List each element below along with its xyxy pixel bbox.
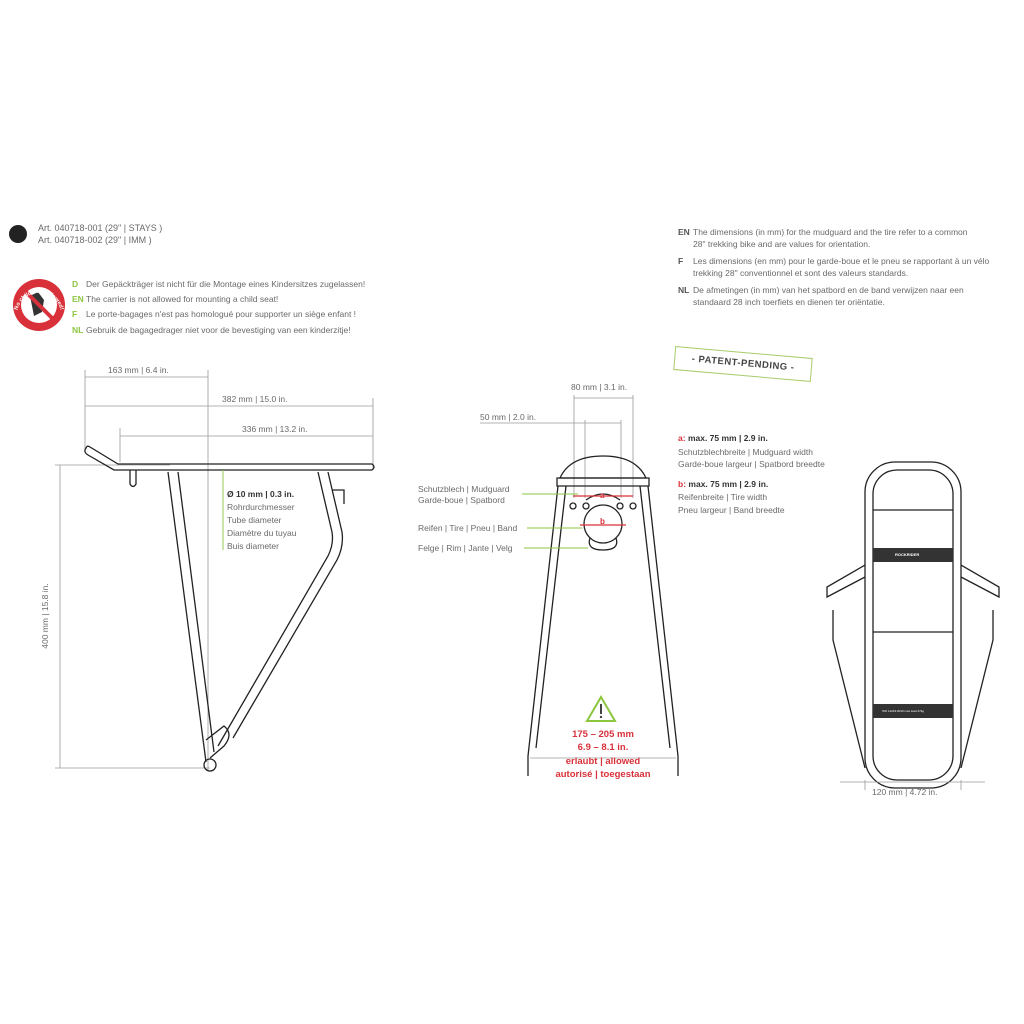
warning-text: Le porte-bagages n'est pas homologué pou… <box>86 309 357 319</box>
lang-code: NL <box>72 325 84 335</box>
spec-label: Reifenbreite | Tire width <box>678 492 768 502</box>
spec-label: Pneu largeur | Band breedte <box>678 505 785 515</box>
allowed-label: autorisé | toegestaan <box>555 769 651 780</box>
dim-80: 80 mm | 3.1 in. <box>571 382 628 392</box>
warning-text: The carrier is not allowed for mounting … <box>86 294 279 304</box>
dim-50: 50 mm | 2.0 in. <box>480 412 537 422</box>
dim-400: 400 mm | 15.8 in. <box>39 583 50 649</box>
spec-label: Schutzblechbreite | Mudguard width <box>678 447 813 457</box>
warning-triangle-icon <box>585 695 617 722</box>
top-view-drawing <box>826 461 1000 790</box>
warning-text: Gebruik de bagagedrager niet voor de bev… <box>86 325 351 335</box>
lang-code: F <box>72 309 78 319</box>
label-b: b <box>600 517 605 526</box>
dim-120: 120 mm | 4.72 in. <box>872 787 938 797</box>
note-text: De afmetingen (in mm) van het spatbord e… <box>693 285 964 295</box>
warning-text: Der Gepäckträger ist nicht für die Monta… <box>86 279 366 289</box>
spec-value: max. 75 mm | 2.9 in. <box>687 433 768 443</box>
lang-code: F <box>678 256 684 266</box>
rim-label: Felge | Rim | Jante | Velg <box>418 543 513 553</box>
allowed-label: erlaubt | allowed <box>565 756 641 767</box>
tube-label: Rohrdurchmesser <box>227 502 295 512</box>
brand-strap-text: ROCKRIDER <box>895 552 920 557</box>
front-view-drawing <box>480 395 679 776</box>
dim-336: 336 mm | 13.2 in. <box>242 424 308 434</box>
note-text: The dimensions (in mm) for the mudguard … <box>693 227 968 237</box>
allowed-mm: 175 – 205 mm <box>572 729 634 740</box>
article-line-2: Art. 040718-002 (29" | IMM ) <box>38 235 152 245</box>
note-text: trekking 28" conventionnel et sont des v… <box>693 268 909 278</box>
allowed-width-callout: 175 – 205 mm 6.9 – 8.1 in. erlaubt | all… <box>530 729 676 781</box>
mudguard-label: Garde-boue | Spatbord <box>418 495 505 505</box>
spec-label: Garde-boue largeur | Spatbord breedte <box>678 459 825 469</box>
tube-diameter-value: Ø 10 mm | 0.3 in. <box>227 489 295 499</box>
lang-code: EN <box>678 227 690 237</box>
tube-label: Tube diameter <box>227 515 282 525</box>
dim-163: 163 mm | 6.4 in. <box>108 365 169 375</box>
mudguard-label: Schutzblech | Mudguard <box>418 484 510 494</box>
tire-label: Reifen | Tire | Pneu | Band <box>418 523 518 533</box>
note-text: Les dimensions (en mm) pour le garde-bou… <box>693 256 990 266</box>
lang-code: NL <box>678 285 690 295</box>
label-a: a <box>600 491 605 500</box>
spec-key: b: <box>678 479 687 489</box>
lang-code: EN <box>72 294 84 304</box>
lang-code: D <box>72 279 79 289</box>
side-view-drawing <box>55 370 375 772</box>
tube-label: Buis diameter <box>227 541 279 551</box>
spec-value: max. 75 mm | 2.9 in. <box>688 479 769 489</box>
allowed-in: 6.9 – 8.1 in. <box>577 742 629 753</box>
dim-382: 382 mm | 15.0 in. <box>222 394 288 404</box>
iso-strap-text: ISO 11243:2016 max load 27kg <box>882 709 924 713</box>
note-text: standaard 28 inch toerfiets en dienen te… <box>693 297 885 307</box>
note-text: 28" trekking bike and are values for ori… <box>693 239 871 249</box>
bullet-dot <box>9 225 27 243</box>
tube-label: Diamètre du tuyau <box>227 528 297 538</box>
article-line-1: Art. 040718-001 (29" | STAYS ) <box>38 223 163 233</box>
no-child-seat-icon: No child seat allowed! <box>13 279 65 331</box>
spec-key: a: <box>678 433 686 443</box>
